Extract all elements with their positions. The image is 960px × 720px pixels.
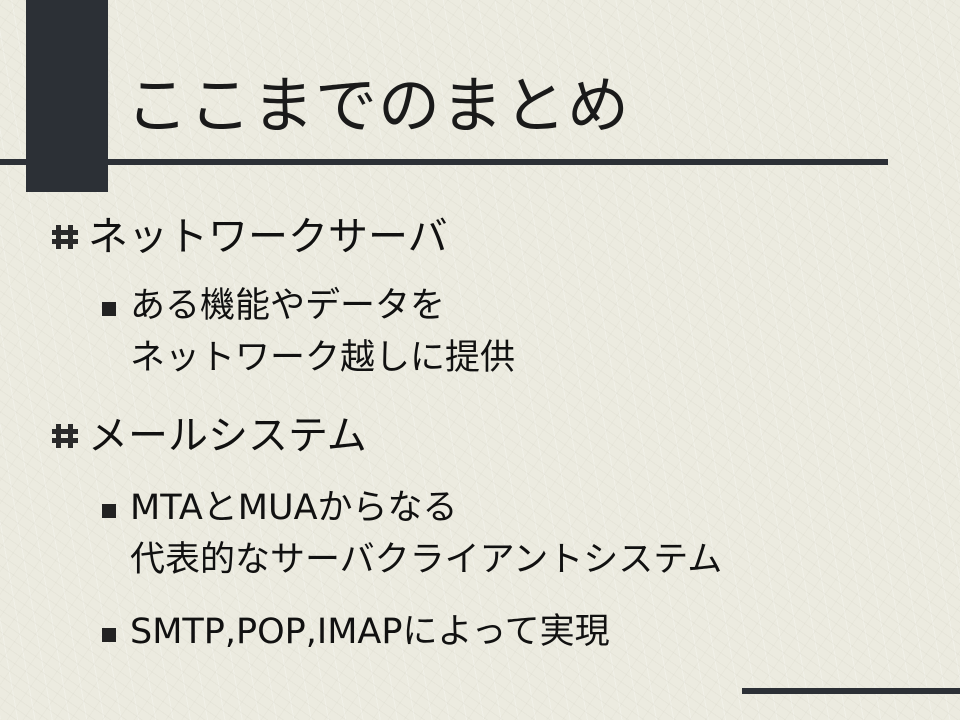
sub-bullet-line: ネットワーク越しに提供 [130, 338, 516, 378]
bullet-mail-system: メールシステム [50, 410, 367, 462]
sub-bullet-line: 代表的なサーバクライアントシステム [130, 540, 723, 580]
sub-bullet-line: ある機能やデータを [130, 286, 446, 326]
hash-bullet-icon [52, 424, 78, 448]
sub-bullet-line: SMTP,POP,IMAPによって実現 [130, 612, 610, 652]
square-bullet-icon [102, 628, 116, 642]
square-bullet-icon [102, 302, 116, 316]
sub-bullet-network-server-desc: ある機能やデータを ネットワーク越しに提供 [102, 280, 515, 384]
sub-bullet-mta-mua: MTAとMUAからなる 代表的なサーバクライアントシステム [102, 482, 722, 586]
slide-title: ここまでのまとめ [126, 69, 631, 142]
bullet-network-server: ネットワークサーバ [50, 211, 448, 263]
bottom-decorative-rule [742, 688, 960, 694]
bullet-text: ネットワークサーバ [88, 214, 448, 260]
bullet-text: メールシステム [88, 413, 367, 459]
square-bullet-icon [102, 504, 116, 518]
hash-bullet-icon [52, 225, 78, 249]
sub-bullet-line: MTAとMUAからなる [130, 488, 458, 528]
sub-bullet-protocols: SMTP,POP,IMAPによって実現 [102, 606, 610, 658]
title-underline [0, 159, 888, 165]
